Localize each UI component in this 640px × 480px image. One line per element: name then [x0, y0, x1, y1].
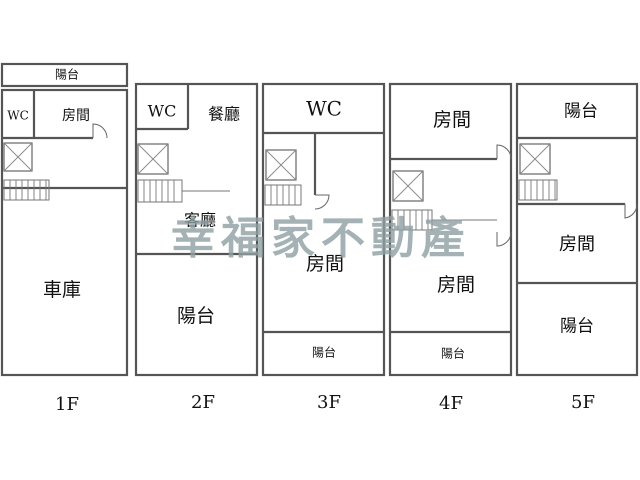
f4-stairs — [391, 209, 497, 231]
f1-balcony-outline — [0, 62, 129, 88]
f4-door-arc-mid — [496, 231, 512, 247]
f2-balcony-label: 陽台 — [177, 305, 215, 327]
f2-stairs — [137, 179, 230, 203]
f1-floor-label: 1F — [55, 394, 79, 415]
f2-living-label: 客廳 — [184, 211, 216, 230]
floor-4: 房間 房間 陽台 4F — [388, 82, 513, 414]
f5-bedroom-label: 房間 — [559, 234, 595, 255]
f3-balcony-label: 陽台 — [312, 345, 336, 360]
floor-3: WC 房間 陽台 3F — [261, 82, 386, 413]
f5-balcony-bottom-label: 陽台 — [560, 317, 594, 337]
f2-wc-label: WC — [148, 102, 177, 121]
f3-bedroom-label: 房間 — [306, 253, 344, 275]
f3-floor-label: 3F — [317, 392, 341, 413]
f3-wc-label: WC — [306, 97, 342, 121]
f5-balcony-top-label: 陽台 — [564, 102, 598, 122]
floor-2: WC 餐廳 客廳 陽台 2F — [134, 82, 259, 413]
f2-outline — [134, 82, 259, 377]
floor-5: 陽台 房間 陽台 5F — [515, 82, 639, 413]
f4-floor-label: 4F — [439, 393, 463, 414]
f4-balcony-label: 陽台 — [441, 346, 465, 361]
f1-balcony-label: 陽台 — [55, 67, 79, 82]
f1-stairs — [3, 179, 50, 201]
floor-1: 陽台 WC 房間 車庫 1F — [0, 62, 129, 415]
f5-door-arc — [624, 203, 638, 219]
f5-outline — [515, 82, 639, 377]
f2-dining-label: 餐廳 — [208, 105, 240, 124]
f3-outline — [261, 82, 386, 377]
f1-garage-label: 車庫 — [43, 279, 81, 301]
f1-door-arc — [92, 123, 108, 139]
f4-outline — [388, 82, 513, 377]
f2-floor-label: 2F — [191, 392, 215, 413]
f5-floor-label: 5F — [571, 392, 595, 413]
f5-stairs — [518, 179, 558, 201]
watermark-text: 幸福家不動產 — [171, 213, 471, 264]
f4-bedroom-top-label: 房間 — [433, 109, 471, 131]
f3-stairs — [264, 184, 302, 206]
f4-door-arc-top — [496, 144, 512, 160]
f1-wc-label: WC — [7, 109, 29, 123]
f1-outline — [0, 88, 129, 377]
f3-door-arc — [314, 194, 330, 210]
f4-bedroom-main-label: 房間 — [437, 274, 475, 296]
f1-bedroom-label: 房間 — [62, 108, 90, 124]
